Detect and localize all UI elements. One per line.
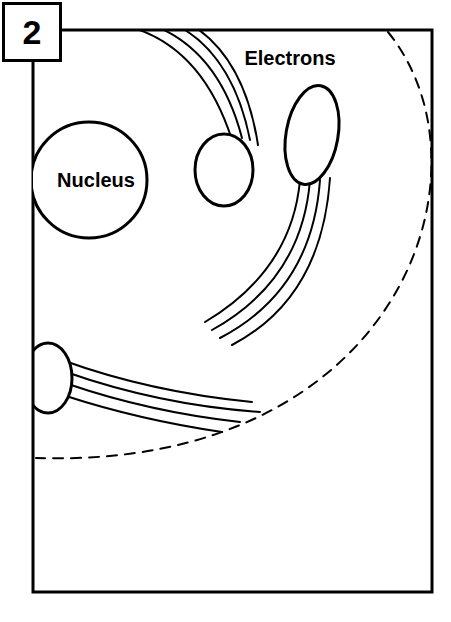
panel-number-box: 2 xyxy=(2,2,62,62)
part-name: Nucleus xyxy=(57,169,135,192)
panel-number: 2 xyxy=(23,13,42,52)
part-label: Electrons xyxy=(244,47,335,70)
motion-line xyxy=(68,384,240,422)
motion-line xyxy=(128,30,242,138)
motion-line xyxy=(232,178,330,345)
nucleus-circle: Nucleus xyxy=(28,120,150,240)
electron xyxy=(195,134,253,206)
motion-line xyxy=(150,30,258,145)
motion-line xyxy=(118,30,232,140)
electron xyxy=(33,343,72,413)
orbit-path xyxy=(36,32,431,458)
electron xyxy=(278,81,347,189)
motion-line xyxy=(66,396,222,432)
panel-frame xyxy=(33,30,432,592)
motion-line xyxy=(140,30,250,140)
